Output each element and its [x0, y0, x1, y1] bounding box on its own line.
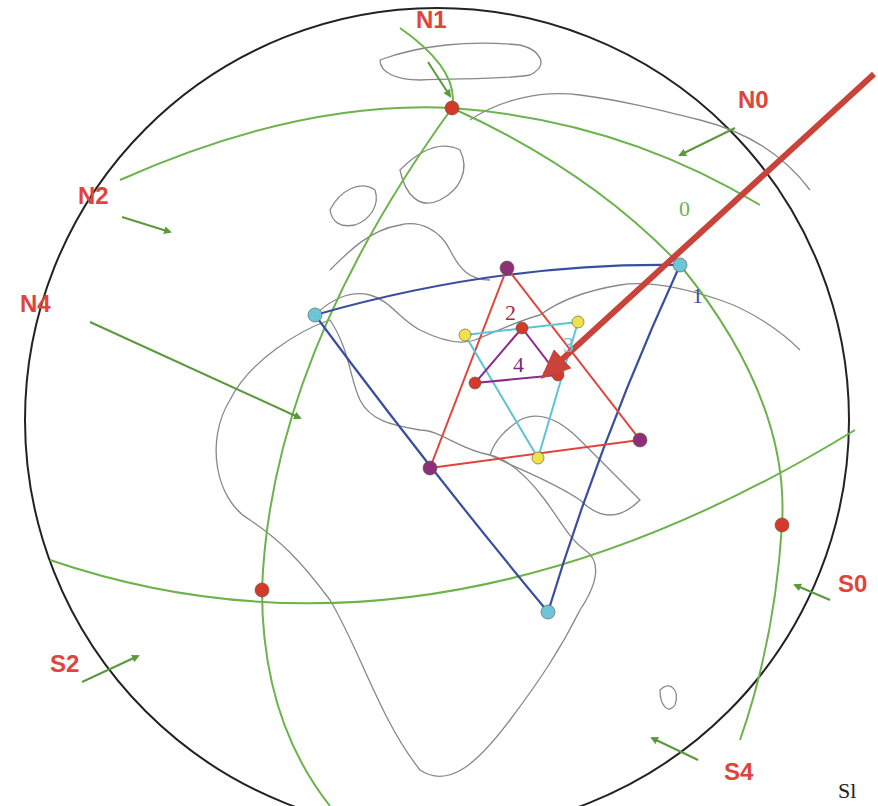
level-number: 4 [513, 354, 524, 376]
level-number: 2 [505, 302, 516, 324]
region-label: S2 [50, 652, 79, 676]
region-label: S4 [724, 760, 753, 784]
level-number: 0 [679, 198, 690, 220]
region-label: N1 [416, 8, 447, 32]
region-label: N0 [738, 88, 769, 112]
level-number: 3 [563, 334, 574, 356]
region-label: S0 [838, 572, 867, 596]
region-label: N2 [78, 184, 109, 208]
level-number: 1 [692, 285, 703, 307]
region-label: N4 [20, 292, 51, 316]
caption-fragment: Sl [838, 780, 856, 802]
